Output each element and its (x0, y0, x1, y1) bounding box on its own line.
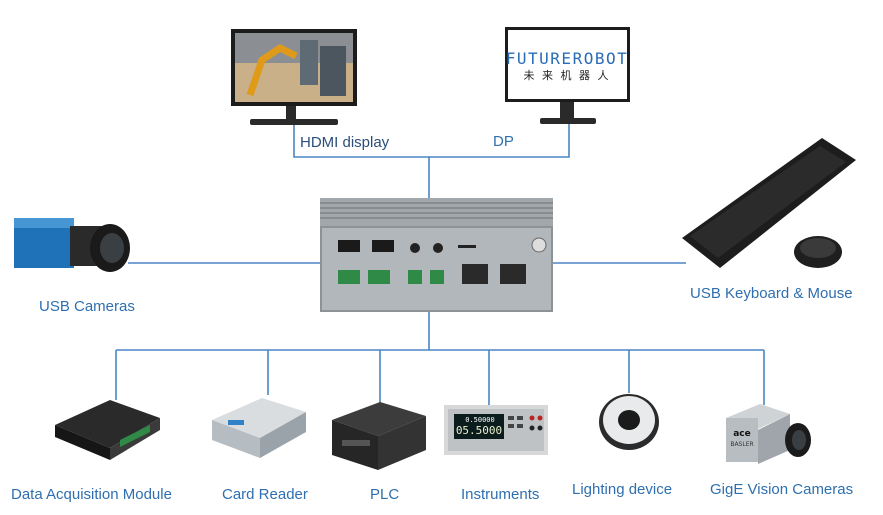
instrument-main-readout: 05.5000 (456, 424, 502, 437)
logo-cn-text: 未 来 机 器 人 (524, 68, 611, 82)
label-usb-keyboard-mouse: USB Keyboard & Mouse (690, 285, 853, 302)
keyboard-mouse-image (682, 138, 856, 268)
label-data-acquisition-module: Data Acquisition Module (11, 486, 172, 503)
line-hdmi (293, 117, 430, 198)
hdmi-monitor-image (231, 29, 357, 125)
industrial-pc-image (320, 198, 553, 312)
label-dp: DP (493, 133, 514, 150)
label-usb-cameras: USB Cameras (39, 298, 135, 315)
line-dp (429, 124, 570, 158)
gige-camera-image: ace BASLER (726, 404, 811, 464)
label-instruments: Instruments (461, 486, 540, 503)
ring-light-image (599, 394, 659, 450)
instrument-image: 0.50000 05.5000 (444, 405, 548, 455)
card-reader-image (212, 398, 306, 458)
label-lighting-device: Lighting device (572, 481, 673, 498)
plc-image (332, 402, 426, 470)
instrument-top-readout: 0.50000 (465, 416, 495, 424)
label-gige-vision-cameras: GigE Vision Cameras (710, 481, 854, 498)
camera-brand-line2: BASLER (730, 441, 753, 448)
dp-monitor-image: FUTUREROBOT 未 来 机 器 人 (505, 27, 630, 124)
connection-lines (115, 117, 765, 405)
label-card-reader: Card Reader (222, 486, 308, 503)
label-plc: PLC (370, 486, 400, 503)
logo-text: FUTUREROBOT (506, 49, 628, 68)
usb-camera-image (14, 218, 130, 272)
label-hdmi-display: HDMI display (300, 134, 390, 151)
camera-brand-line1: ace (733, 429, 751, 439)
daq-module-image (55, 400, 160, 460)
